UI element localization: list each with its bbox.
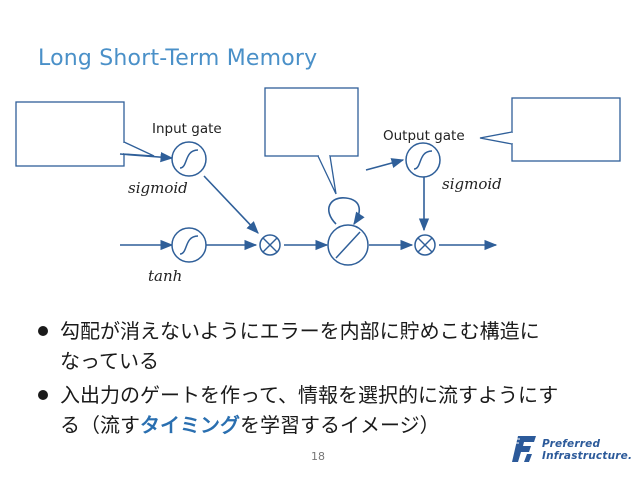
center-callout: [264, 87, 359, 195]
page-number: 18: [311, 450, 325, 463]
logo-mark-icon: [512, 436, 536, 462]
bullet-dot: [38, 326, 48, 336]
multiply-node-output: [414, 234, 436, 256]
bullet-2: 入出力のゲートを作って、情報を選択的に流すようにす る（流すタイミングを学習する…: [38, 380, 558, 440]
bullet-2-highlight: タイミング: [140, 413, 240, 437]
bullet-1-line-2: なっている: [60, 349, 159, 373]
logo-line-1: Preferred: [542, 438, 601, 450]
tanh-unit: [171, 227, 207, 263]
input-gate-label: Input gate: [152, 121, 222, 137]
left-callout: [15, 101, 155, 167]
company-logo: Preferred Infrastructure.: [512, 430, 634, 472]
bullet-2-line-1: 入出力のゲートを作って、情報を選択的に流すようにす: [60, 383, 559, 407]
output-sigmoid-unit: [405, 142, 441, 178]
sigmoid-right-label: sigmoid: [442, 175, 502, 193]
right-callout: [479, 97, 621, 162]
bullet-1: 勾配が消えないようにエラーを内部に貯めこむ構造に なっている: [38, 316, 540, 376]
bullet-2-line-2-pre: る（流す: [60, 413, 140, 437]
bullet-1-line-1: 勾配が消えないようにエラーを内部に貯めこむ構造に: [60, 319, 540, 343]
bullet-2-line-2: る（流すタイミングを学習するイメージ）: [38, 410, 558, 440]
output-gate-label: Output gate: [383, 128, 465, 144]
slide-title: Long Short-Term Memory: [38, 46, 318, 71]
bullet-dot: [38, 390, 48, 400]
tanh-label: tanh: [148, 267, 182, 285]
logo-line-2: Infrastructure.: [542, 450, 633, 462]
sigmoid-left-label: sigmoid: [128, 179, 188, 197]
bullet-2-line-2-post: を学習するイメージ）: [240, 413, 440, 437]
multiply-node-input: [259, 234, 281, 256]
input-sigmoid-unit: [171, 141, 207, 177]
memory-cell: [327, 224, 369, 266]
